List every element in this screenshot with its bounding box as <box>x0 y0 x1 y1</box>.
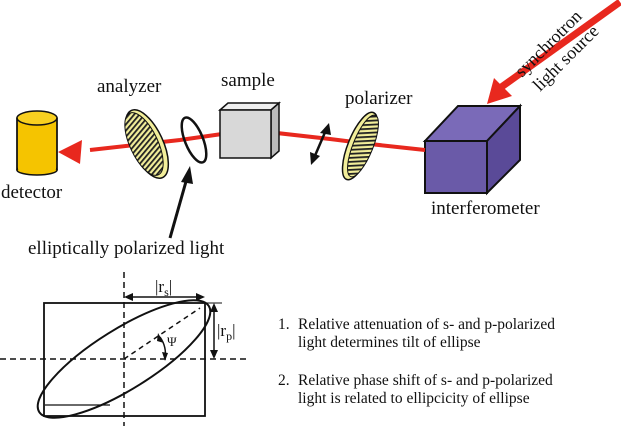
rs-label: |rs| <box>155 277 172 299</box>
note-1-line1: Relative attenuation of s- and p-polariz… <box>298 316 555 333</box>
note-2-line1: Relative phase shift of s- and p-polariz… <box>298 372 553 389</box>
pointer-arrow <box>168 166 193 239</box>
rp-label: |rp| <box>217 321 235 343</box>
linear-polarization-arrow <box>310 123 331 165</box>
polarizer-label: polarizer <box>345 88 413 109</box>
sample-icon <box>218 101 281 160</box>
note-1-number: 1. <box>278 316 290 333</box>
major-axis <box>123 307 201 360</box>
synchrotron-beam <box>487 0 621 104</box>
note-2: 2. Relative phase shift of s- and p-polar… <box>278 372 553 408</box>
elliptical-light-label: elliptically polarized light <box>28 238 225 259</box>
polarization-ellipse <box>36 299 212 419</box>
elliptical-polarization-ring <box>180 116 208 164</box>
note-2-number: 2. <box>278 372 290 389</box>
sample-label: sample <box>221 70 275 91</box>
detector-icon <box>16 110 58 176</box>
polarizer-icon <box>341 111 379 181</box>
polarization-ellipse-figure <box>0 272 246 426</box>
analyzer-label: analyzer <box>97 76 162 97</box>
analyzer-icon <box>124 109 170 179</box>
interferometer-label: interferometer <box>431 198 540 219</box>
interferometer-icon <box>422 103 523 196</box>
light-beam <box>58 127 426 164</box>
note-1-line2: light determines tilt of ellipse <box>298 334 481 351</box>
note-2-line2: light is related to ellipcicity of ellip… <box>298 390 530 407</box>
psi-label: Ψ <box>167 334 177 349</box>
note-1: 1. Relative attenuation of s- and p-polar… <box>278 316 555 352</box>
detector-label: detector <box>1 182 63 203</box>
